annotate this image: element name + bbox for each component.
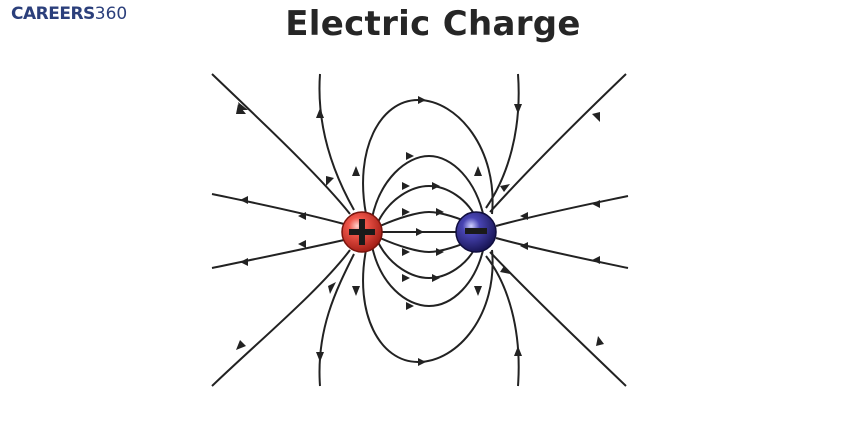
arrowhead: [352, 166, 360, 176]
field-line: [495, 237, 629, 269]
arrowhead: [436, 208, 444, 216]
field-line: [489, 251, 627, 387]
arrowhead: [416, 228, 424, 236]
arrowhead: [402, 208, 410, 216]
arrowhead: [240, 196, 248, 204]
page-title: Electric Charge: [285, 4, 581, 44]
arrowhead: [418, 96, 426, 104]
arrowhead: [500, 266, 510, 274]
field-line: [318, 253, 355, 387]
arrowhead: [406, 152, 414, 160]
field-line: [211, 239, 345, 269]
field-line: [318, 73, 355, 211]
arrowhead: [500, 184, 510, 192]
arrowhead: [316, 108, 324, 118]
field-line: [371, 154, 485, 219]
arrowhead: [406, 302, 414, 310]
arrowhead: [236, 104, 246, 114]
arrowhead: [432, 182, 440, 190]
field-line: [489, 73, 627, 213]
arrowhead: [514, 104, 522, 114]
field-line: [211, 193, 345, 225]
negative-charge: [455, 211, 497, 253]
arrowhead: [514, 346, 522, 356]
arrowhead: [236, 340, 246, 350]
careers360-logo[interactable]: CAREERS360: [11, 4, 127, 24]
arrowhead: [592, 112, 600, 122]
arrowhead: [352, 286, 360, 296]
arrowhead: [592, 256, 600, 264]
arrowhead: [520, 242, 528, 250]
arrowhead: [436, 248, 444, 256]
arrowhead: [316, 352, 324, 362]
arrowhead: [474, 166, 482, 176]
logo-number: 360: [94, 4, 128, 24]
arrowhead: [520, 212, 528, 220]
field-line: [485, 255, 520, 387]
minus-sign-icon: [465, 228, 487, 234]
arrowhead: [418, 358, 426, 366]
field-line: [485, 73, 520, 209]
arrowhead: [432, 274, 440, 282]
arrowhead: [592, 200, 600, 208]
arrowhead: [402, 182, 410, 190]
logo-word: CAREERS: [11, 4, 95, 24]
arrowhead: [596, 336, 604, 346]
field-line: [495, 195, 629, 227]
arrowhead: [474, 286, 482, 296]
arrowhead: [402, 248, 410, 256]
arrowhead: [298, 212, 306, 220]
field-line: [371, 245, 485, 308]
arrowhead: [402, 274, 410, 282]
field-line: [377, 241, 479, 280]
arrowhead: [326, 176, 334, 186]
positive-charge: [341, 211, 383, 253]
field-line: [211, 249, 351, 387]
arrowhead: [328, 282, 336, 294]
arrowhead: [240, 258, 248, 266]
field-line: [211, 73, 351, 215]
arrowhead: [298, 240, 306, 248]
field-line: [377, 184, 479, 223]
